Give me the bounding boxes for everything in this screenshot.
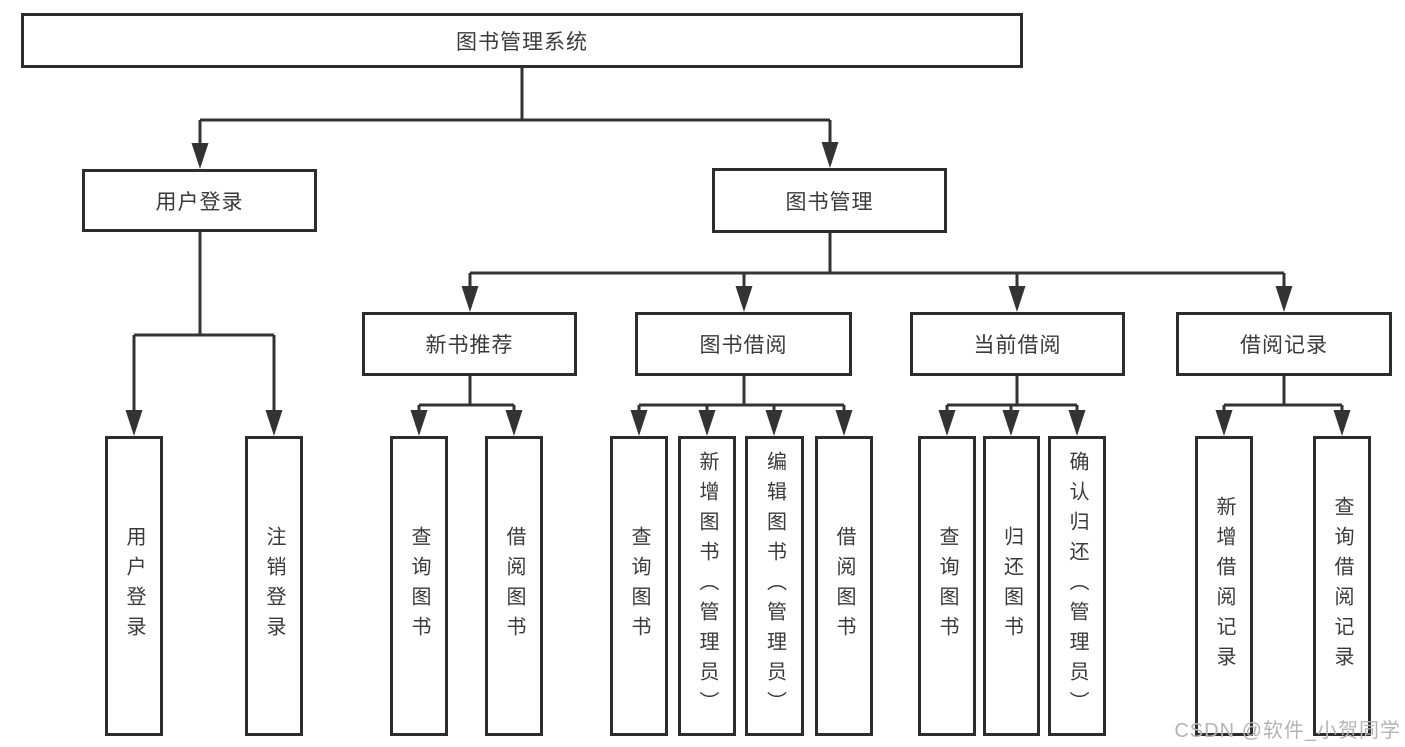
leaf-edit-books-admin-label: 编辑图书（管理员） [763,451,786,721]
leaf-edit-books-admin: 编辑图书（管理员） [745,436,804,736]
leaf-current-query-books: 查询图书 [918,436,976,736]
leaf-recommend-borrow-books: 借阅图书 [485,436,543,736]
node-user-login-label: 用户登录 [155,190,244,214]
node-root: 图书管理系统 [21,13,1023,68]
node-borrowing-records-label: 借阅记录 [1240,334,1328,357]
node-book-management-label: 图书管理 [785,190,874,214]
node-current-borrowing-label: 当前借阅 [973,334,1062,357]
leaf-add-borrow-record-label: 新增借阅记录 [1213,496,1235,676]
leaf-return-books-label: 归还图书 [1000,526,1023,646]
leaf-user-login-label: 用户登录 [123,526,145,646]
leaf-borrowing-borrow-books-label: 借阅图书 [833,526,855,646]
node-root-label: 图书管理系统 [456,30,588,54]
watermark: CSDN @软件_小贺同学 [1174,720,1401,742]
leaf-logout-label: 注销登录 [263,526,285,646]
node-borrowing-records: 借阅记录 [1176,312,1392,376]
leaf-add-books-admin-label: 新增图书（管理员） [696,451,718,721]
leaf-query-borrow-record-label: 查询借阅记录 [1331,496,1353,676]
leaf-borrowing-query-books: 查询图书 [610,436,668,736]
leaf-confirm-return-admin: 确认归还（管理员） [1048,436,1106,736]
node-book-borrowing-label: 图书借阅 [699,334,788,357]
leaf-confirm-return-admin-label: 确认归还（管理员） [1066,451,1088,721]
node-book-management: 图书管理 [712,168,947,233]
leaf-recommend-query-books: 查询图书 [390,436,448,736]
leaf-query-borrow-record: 查询借阅记录 [1313,436,1371,736]
leaf-borrowing-borrow-books: 借阅图书 [815,436,873,736]
leaf-logout: 注销登录 [245,436,303,736]
node-book-borrowing: 图书借阅 [635,312,852,376]
leaf-current-query-books-label: 查询图书 [936,526,958,646]
node-user-login: 用户登录 [82,169,317,232]
leaf-recommend-borrow-books-label: 借阅图书 [503,526,525,646]
node-new-book-recommend: 新书推荐 [362,312,577,376]
leaf-return-books: 归还图书 [983,436,1040,736]
node-new-book-recommend-label: 新书推荐 [425,334,514,357]
leaf-add-books-admin: 新增图书（管理员） [678,436,736,736]
leaf-recommend-query-books-label: 查询图书 [408,526,430,646]
node-current-borrowing: 当前借阅 [910,312,1125,376]
leaf-add-borrow-record: 新增借阅记录 [1195,436,1253,736]
leaf-borrowing-query-books-label: 查询图书 [628,526,650,646]
leaf-user-login: 用户登录 [105,436,163,736]
